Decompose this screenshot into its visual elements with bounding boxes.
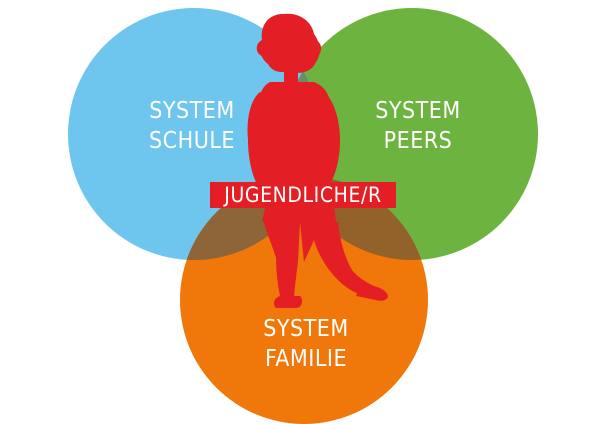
familie-label-line1: SYSTEM <box>263 316 348 342</box>
schule-label-line1: SYSTEM <box>149 98 234 124</box>
center-label: JUGENDLICHE/R <box>223 183 381 207</box>
peers-label-line2: PEERS <box>384 128 453 154</box>
center-label-band <box>210 182 396 208</box>
teenager-silhouette-icon <box>210 13 396 308</box>
familie-label-line2: FAMILIE <box>265 346 347 372</box>
overlap-schule-familie <box>180 176 320 260</box>
schule-label-line2: SCHULE <box>149 128 235 154</box>
overlap-peers-familie <box>286 176 428 260</box>
peers-label-line1: SYSTEM <box>375 98 460 124</box>
